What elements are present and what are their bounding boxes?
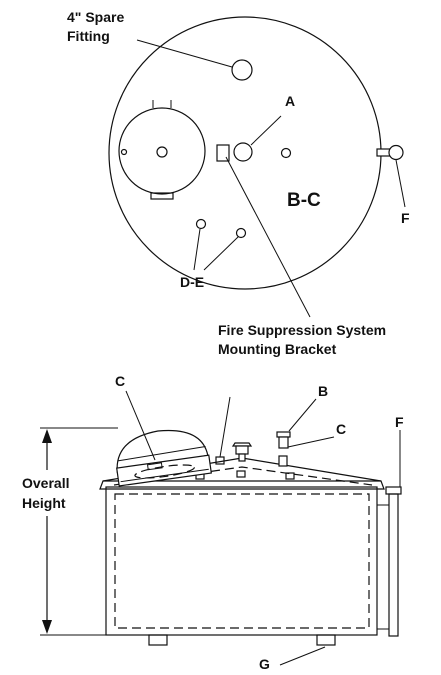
- label-c: C: [336, 421, 346, 437]
- fitting-f-leader: [395, 159, 406, 208]
- label-c-manway: C: [115, 373, 125, 389]
- manway-top-view: [118, 100, 206, 200]
- tank-body: [105, 486, 378, 636]
- side-view: C B C F G: [20, 373, 404, 672]
- roof-nozzle-3: [285, 472, 295, 480]
- bracket-side-leader: [219, 396, 231, 458]
- fitting-b-leader: [288, 398, 317, 432]
- sight-gauge-f: [377, 486, 402, 637]
- leg-g-leader: [279, 646, 326, 666]
- fitting-a-leader: [250, 115, 282, 146]
- fitting-e: [235, 227, 247, 239]
- roof-nozzle-2: [236, 470, 246, 478]
- fitting-d: [195, 218, 207, 230]
- fitting-f-top: [376, 144, 404, 161]
- fitting-b: [276, 431, 291, 449]
- tank-inner-dashed: [114, 493, 370, 629]
- label-a: A: [285, 93, 295, 109]
- fitting-bc: [280, 147, 292, 159]
- top-view: 4" Spare Fitting A B-C F: [67, 9, 410, 357]
- leg-right: [316, 634, 336, 646]
- manway-side-view: [116, 429, 212, 487]
- vent-b: [231, 442, 253, 462]
- fitting-a: [233, 142, 253, 162]
- fitting-c-leader: [287, 436, 335, 448]
- label-f-top: F: [401, 210, 410, 226]
- fitting-d-leader: [193, 228, 201, 271]
- label-bc: B-C: [287, 190, 321, 211]
- spare-fitting-leader: [136, 39, 233, 68]
- tank-top-outline: [108, 16, 382, 290]
- fire-suppression-bracket-side: [215, 456, 225, 465]
- overall-height-label: Overall Height: [22, 475, 73, 511]
- label-b: B: [318, 383, 328, 399]
- fitting-c: [278, 455, 288, 467]
- fitting-e-leader: [203, 236, 239, 271]
- manway-center-fitting: [156, 146, 168, 158]
- manway-side-fitting: [120, 148, 128, 156]
- label-f-side: F: [395, 414, 404, 430]
- fire-suppression-label: Fire Suppression System Mounting Bracket: [218, 322, 390, 357]
- fire-suppression-leader: [225, 156, 311, 318]
- leg-left: [148, 634, 168, 646]
- manway-hinge: [150, 192, 174, 200]
- label-g: G: [259, 656, 270, 672]
- fire-suppression-bracket-top: [216, 144, 230, 162]
- spare-fitting-label: 4" Spare Fitting: [67, 9, 128, 44]
- manway-c-leader: [125, 390, 156, 461]
- spare-fitting: [231, 59, 253, 81]
- label-de: D-E: [180, 274, 204, 290]
- overall-height-dimension: [20, 427, 118, 636]
